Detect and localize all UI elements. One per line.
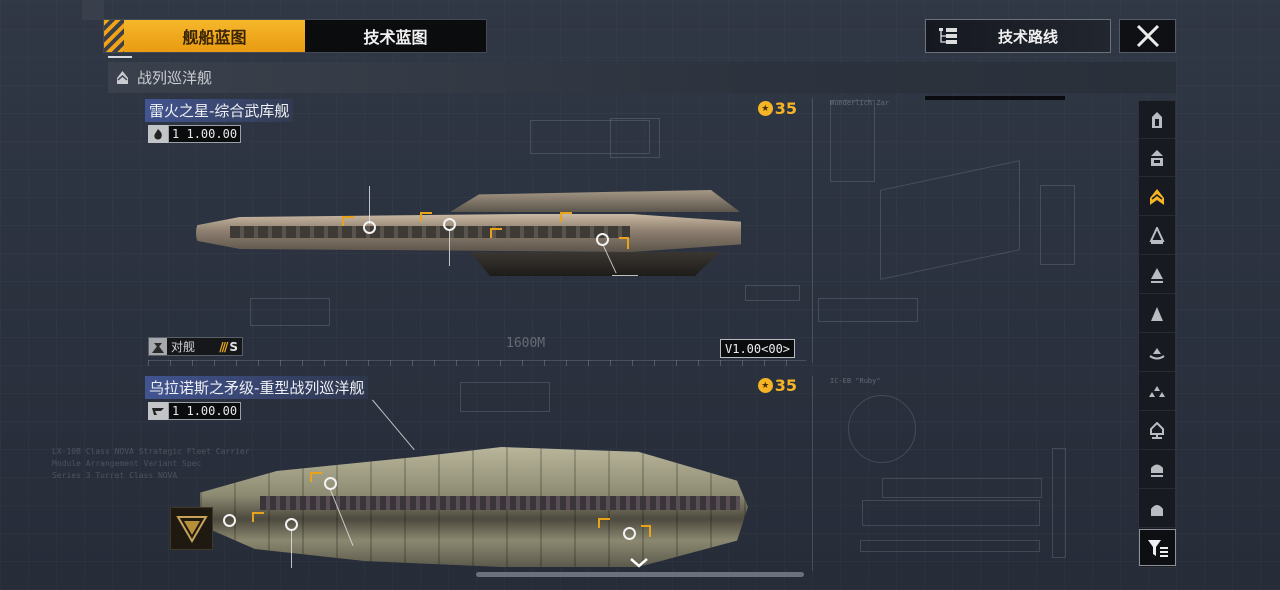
rail-item-battlecruiser[interactable] [1139, 178, 1175, 216]
rail-item-cruiser-carrier[interactable] [1139, 139, 1175, 177]
ship-level: 1 1.00.00 [168, 125, 242, 143]
faction-emblem-button[interactable] [170, 507, 213, 550]
faction-emblem-icon [148, 402, 168, 420]
battlecruiser-icon [1150, 188, 1164, 205]
rail-item-fighter-squadron[interactable] [1139, 373, 1175, 411]
anti-ship-icon [149, 338, 167, 355]
rail-item-utility[interactable] [1139, 490, 1175, 528]
hotspot-weapon-3[interactable] [285, 518, 298, 531]
close-button[interactable] [1119, 19, 1176, 53]
utility-icon [1151, 504, 1163, 516]
hotspot-weapon-1[interactable] [363, 221, 376, 234]
tab-ship-blueprints[interactable]: 舰船蓝图 [124, 20, 305, 52]
category-header: 战列巡洋舰 [108, 62, 1176, 93]
hotspot-weapon-3[interactable] [596, 233, 609, 246]
tab-tech-blueprints[interactable]: 技术蓝图 [305, 20, 486, 52]
rail-item-carrier[interactable] [1139, 101, 1175, 139]
filter-icon [1147, 539, 1168, 557]
blueprint-tabs: 舰船蓝图 技术蓝图 [103, 19, 487, 53]
module-label-a: Wunderlich Zar [830, 99, 890, 107]
ship-card-thunderstar[interactable]: 雷火之星-综合武库舰 1 1.00.00 ★ 35 [145, 99, 805, 361]
list-progress-bar [925, 96, 1065, 100]
fighter-squadron-icon [1149, 385, 1165, 397]
faint-spec-text: LX-10B Class NOVA Strategic Fleet Carrie… [52, 447, 250, 480]
corvette-icon [1149, 347, 1165, 359]
rail-item-frigate[interactable] [1139, 295, 1175, 333]
hotspot-weapon-4[interactable] [623, 527, 636, 540]
rail-item-cruiser[interactable] [1139, 217, 1175, 255]
ship-level-row: 1 1.00.00 [148, 125, 805, 143]
ship-card-uranus-spear[interactable]: 乌拉诺斯之矛级-重型战列巡洋舰 1 1.00.00 ★ 35 [145, 376, 805, 576]
ship-level: 1 1.00.00 [168, 402, 242, 420]
ship-cost: ★ 35 [757, 99, 797, 118]
hotspot-weapon-2[interactable] [443, 218, 456, 231]
rail-item-destroyer[interactable] [1139, 256, 1175, 294]
rail-item-support[interactable] [1139, 451, 1175, 489]
tech-tree-icon [939, 28, 957, 44]
hotspot-weapon-1[interactable] [324, 477, 337, 490]
role-badge: 对舰 ///S [148, 337, 243, 356]
hotspot-weapon-2[interactable] [223, 514, 236, 527]
version-label: V1.00<00> [720, 339, 796, 358]
tech-route-button[interactable]: 技术路线 [925, 19, 1111, 53]
cruiser-carrier-icon [1151, 149, 1163, 166]
horizontal-scrollbar[interactable] [476, 572, 804, 577]
coin-icon: ★ [757, 378, 773, 393]
ship-name: 乌拉诺斯之矛级-重型战列巡洋舰 [145, 376, 369, 399]
module-label-b: IC-EB "Ruby" [830, 377, 881, 385]
filter-button[interactable] [1139, 529, 1176, 566]
category-underline [108, 56, 132, 58]
ship-level-row: 1 1.00.00 [148, 402, 805, 420]
carrier-icon [1152, 111, 1162, 128]
rail-item-corvette[interactable] [1139, 334, 1175, 372]
scroll-down-chevron-icon[interactable] [628, 556, 650, 570]
destroyer-icon [1151, 267, 1163, 283]
coin-icon: ★ [757, 101, 773, 116]
battlecruiser-icon [117, 71, 128, 84]
length-ruler [148, 360, 806, 366]
tech-route-label: 技术路线 [997, 27, 1058, 46]
cruiser-icon [1149, 226, 1165, 244]
corner-decoration [82, 0, 104, 20]
ship-class-rail [1138, 100, 1176, 568]
close-icon [1136, 24, 1159, 48]
ship-name: 雷火之星-综合武库舰 [145, 99, 294, 122]
tab-stripe-decoration [104, 20, 124, 52]
auxiliary-icon [1150, 421, 1164, 439]
category-label: 战列巡洋舰 [137, 69, 213, 87]
frigate-icon [1151, 306, 1163, 321]
ship-length: 1600M [506, 336, 546, 351]
rail-item-auxiliary[interactable] [1139, 412, 1175, 450]
ship-cost: ★ 35 [757, 376, 797, 395]
triangle-faction-icon [175, 515, 208, 543]
support-icon [1151, 464, 1163, 477]
flame-faction-icon [148, 125, 168, 143]
